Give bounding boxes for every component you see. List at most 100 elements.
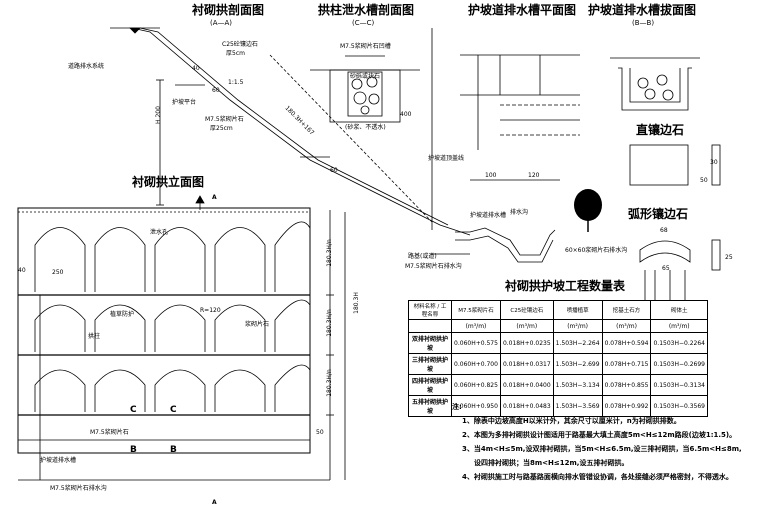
channel-section-bb-drawing [610, 57, 700, 111]
dim-400-label: 400 [400, 111, 412, 118]
table-unit-cell: (m³/m) [650, 319, 708, 333]
c25-curb-label: C25砼镶边石 [222, 41, 258, 48]
table-row: 双排衬砌拱护坡 0.060H+0.575 0.018H+0.0235 1.503… [407, 332, 708, 354]
table-cell: 0.018H+0.0235 [499, 332, 554, 354]
table-cell: 0.1503H−0.3134 [650, 374, 708, 396]
table-cell: 0.060H+0.575 [451, 332, 501, 354]
thk25-label: 厚25cm [210, 125, 233, 132]
table-header-row: 材料名称 / 工程名称 M7.5浆砌片石 C25砼镶边石 喷播植草 挖基土石方 … [407, 300, 708, 320]
m75-rubble-label: M7.5浆砌片石 [205, 116, 244, 123]
m75-ditch-label: M7.5浆砌片石排水沟 [405, 263, 462, 270]
table-cell: 四排衬砌拱护坡 [407, 374, 453, 396]
road-drain-label: 道路排水系统 [68, 63, 105, 70]
table-cell: 五排衬砌拱护坡 [407, 395, 453, 417]
slope-label: 1:1.5 [228, 79, 244, 86]
table-header-cell: C25砼镶边石 [499, 300, 554, 320]
section-aa-drawing [110, 27, 471, 236]
table-header-cell: 材料名称 / 工程名称 [407, 300, 453, 320]
curb-drawings [629, 144, 721, 300]
channel-plan-title: 护坡道排水槽平面图 [468, 3, 577, 17]
note-1: 1、除表中边坡高度H以米计外，其余尺寸以厘米计，n为衬砌拱排数。 [462, 417, 681, 425]
elevation-title: 衬砌拱立面图 [132, 175, 205, 189]
note-3-cont: 设四排衬砌拱；当8m<H≤12m,设五排衬砌拱。 [474, 459, 629, 467]
table-header-cell: M7.5浆砌片石 [451, 300, 501, 320]
rubble-slab-label: 浆砌片石 [245, 321, 270, 328]
berm-drain-label: 护坡道排水槽 [470, 212, 507, 219]
quantity-table: 材料名称 / 工程名称 M7.5浆砌片石 C25砼镶边石 喷播植草 挖基土石方 … [407, 300, 708, 417]
hn1803-label-2: 180.3H/n [325, 309, 333, 337]
table-cell: 0.078H+0.992 [601, 395, 652, 417]
table-cell: 0.060H+0.700 [451, 353, 501, 375]
table-cell: 1.503H−2.699 [552, 353, 603, 375]
dim-68-label: 68 [660, 227, 668, 234]
note-4: 4、衬砌拱施工时与路基路面横向排水管错设协调，各处接缝必须严格密封，不得透水。 [462, 473, 733, 481]
drain-section-subtitle: (C—C) [352, 19, 375, 27]
table-cell: 0.018H+0.0400 [499, 374, 554, 396]
table-cell: 0.078H+0.594 [601, 332, 652, 354]
ditch-label: 排水沟 [510, 209, 529, 216]
gravel-label: 砂砾或块石 [350, 73, 381, 80]
section-c-mark: C [130, 405, 137, 415]
berm-label: 护坡平台 [172, 99, 197, 106]
elev-berm-drain-label: 护坡道排水槽 [40, 457, 77, 464]
elev-m75-label: M7.5浆砌片石 [90, 429, 129, 436]
table-cell: 0.1503H−0.2264 [650, 332, 708, 354]
section-title: 衬砌拱剖面图 [192, 3, 265, 17]
section-subtitle: (A—A) [210, 19, 233, 27]
thk5-label: 厚5cm [226, 50, 245, 57]
grass-label: 植草防护 [110, 311, 135, 318]
section-a-bottom-mark: A [212, 499, 217, 506]
road-label: 路基(或道) [408, 253, 437, 260]
dim-40-label: 40 [192, 65, 200, 72]
channel-section-title: 护坡道排水槽拔面图 [588, 3, 697, 17]
table-header-cell: 挖基土石方 [601, 300, 652, 320]
section-c-mark-2: C [170, 405, 177, 415]
notes-heading: 注: [452, 403, 462, 411]
dim-60-label: 60 [212, 87, 220, 94]
h200-label: H 200 [154, 106, 162, 124]
table-cell: 1.503H−2.264 [552, 332, 603, 354]
drain-section-title: 拱柱泄水槽剖面图 [318, 3, 415, 17]
note-3: 3、当4m<H≤5m,设双排衬砌拱，当5m<H≤6.5m,设三排衬砌拱，当6.5… [462, 445, 742, 453]
pillar-label: 拱柱 [88, 333, 101, 340]
note-2: 2、本图为多排衬砌拱设计图适用于路基最大填土高度5m<H≤12m路段(边坡1:1… [462, 431, 737, 439]
fill-note-label: (砂浆、不透水) [345, 124, 386, 131]
table-cell: 0.060H+0.950 [451, 395, 501, 417]
table-row: 四排衬砌拱护坡 0.060H+0.825 0.018H+0.0400 1.503… [407, 374, 708, 396]
table-unit-cell: (m³/m) [451, 319, 501, 333]
table-cell: 0.018H+0.0483 [499, 395, 554, 417]
dim-50-label: 50 [700, 177, 708, 184]
dim-120-label: 120 [528, 172, 540, 179]
table-unit-cell [407, 319, 453, 333]
hole-label: 泄水孔 [150, 229, 169, 236]
rubble-drain-label: M7.5浆砌片石凹槽 [340, 43, 391, 50]
elev-bottom-rubble-label: M7.5浆砌片石排水沟 [50, 485, 107, 492]
table-header-cell: 喷播植草 [552, 300, 603, 320]
table-cell: 0.1503H−0.2699 [650, 353, 708, 375]
dim-100-label: 100 [485, 172, 497, 179]
dim-65-label: 65 [662, 265, 670, 272]
curb-arc-title: 弧形镶边石 [628, 207, 689, 221]
table-unit-cell: (m³/m) [499, 319, 554, 333]
dim-60b-label: 60 [330, 167, 338, 174]
drain-section-cc-drawing [310, 55, 420, 123]
table-cell: 0.078H+0.855 [601, 374, 652, 396]
section-a-top-mark: A [212, 194, 217, 201]
h1803-label: 180.3H [352, 292, 360, 314]
dim-30-label: 30 [710, 159, 718, 166]
table-cell: 1.503H−3.569 [552, 395, 603, 417]
table-title: 衬砌拱护坡工程数量表 [505, 279, 626, 293]
table-unit-cell: (m³/m) [601, 319, 652, 333]
table-cell: 0.1503H−0.3569 [650, 395, 708, 417]
elevation-drawing [17, 195, 346, 481]
table-cell: 双排衬砌拱护坡 [407, 332, 453, 354]
section-b-mark-2: B [170, 445, 177, 455]
table-row: 三排衬砌拱护坡 0.060H+0.700 0.018H+0.0317 1.503… [407, 353, 708, 375]
top-edge-label: 护坡道顶盖线 [428, 155, 465, 162]
channel-section-subtitle: (B—B) [632, 19, 655, 27]
table-cell: 0.078H+0.715 [601, 353, 652, 375]
dim-250-label: 250 [52, 269, 64, 276]
hn1803-label-3: 180.3H/n [325, 369, 333, 397]
ditch60-label: 60×60浆砌片石排水沟 [565, 247, 628, 254]
